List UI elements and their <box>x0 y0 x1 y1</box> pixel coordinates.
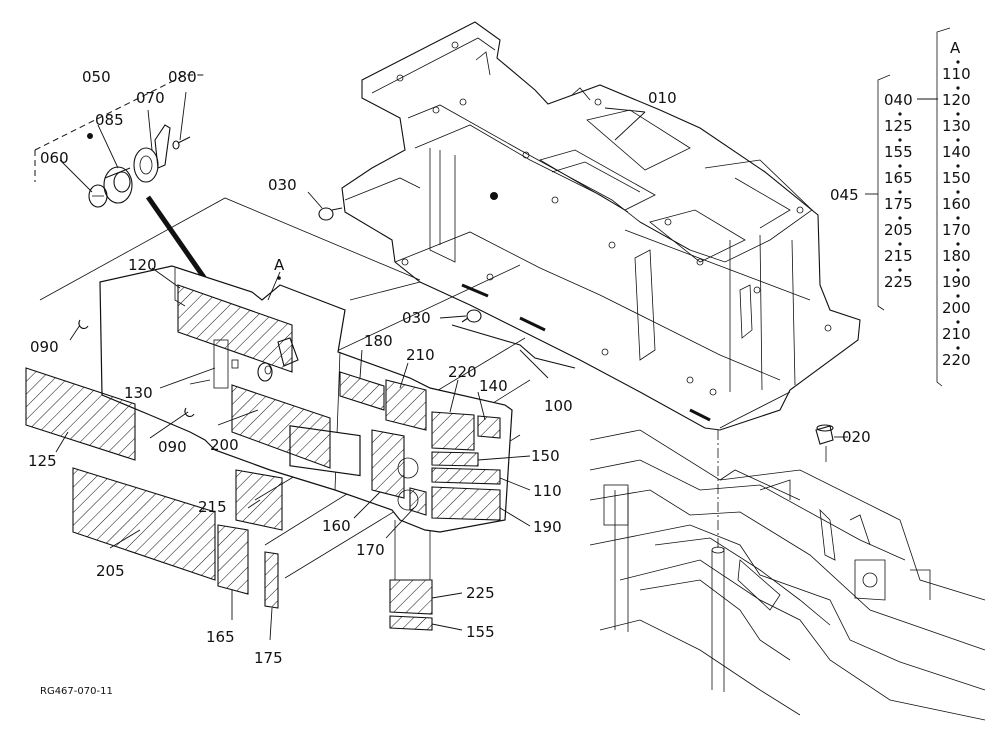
label-100: 100 <box>544 397 573 415</box>
small-hardware <box>78 207 834 462</box>
set-a-list: A 110 120 130 140 150 160 170 180 190 20… <box>942 39 971 369</box>
set-040-item: 155 <box>884 143 913 161</box>
label-080: 080 <box>168 68 197 86</box>
decal-170 <box>409 487 427 516</box>
set-040-bracket <box>877 74 891 92</box>
knob-assembly <box>87 124 191 208</box>
set-040-item: 225 <box>884 273 913 291</box>
decal-140 <box>477 415 501 439</box>
label-200: 200 <box>210 436 239 454</box>
label-030-mid: 030 <box>402 309 431 327</box>
set-a-item: 160 <box>942 195 971 213</box>
label-085: 085 <box>95 111 124 129</box>
label-110: 110 <box>533 482 562 500</box>
decal-120 <box>177 284 293 373</box>
set-a-item: 140 <box>942 143 971 161</box>
label-130: 130 <box>124 384 153 402</box>
set-a-dots <box>956 60 960 350</box>
decal-220 <box>431 411 475 451</box>
set-a-item: 210 <box>942 325 971 343</box>
set-a-item: 130 <box>942 117 971 135</box>
set-040-item: 175 <box>884 195 913 213</box>
set-a-bracket <box>936 27 951 40</box>
label-060: 060 <box>40 149 69 167</box>
label-175: 175 <box>254 649 283 667</box>
set-a-item: 150 <box>942 169 971 187</box>
label-150: 150 <box>531 447 560 465</box>
decal-155 <box>389 615 433 631</box>
label-220: 220 <box>448 363 477 381</box>
set-a-item: 220 <box>942 351 971 369</box>
set-a-item: 180 <box>942 247 971 265</box>
set-a-item: 170 <box>942 221 971 239</box>
label-160: 160 <box>322 517 351 535</box>
label-225: 225 <box>466 584 495 602</box>
set-040-item: 040 <box>884 91 913 109</box>
decal-225 <box>389 579 433 615</box>
chassis-base <box>589 429 986 721</box>
label-205: 205 <box>96 562 125 580</box>
decal-150 <box>431 451 479 467</box>
label-ref-a: A <box>274 256 285 274</box>
set-040-item: 205 <box>884 221 913 239</box>
label-180: 180 <box>364 332 393 350</box>
set-040-item: 215 <box>884 247 913 265</box>
label-090-lower: 090 <box>158 438 187 456</box>
label-090-left: 090 <box>30 338 59 356</box>
label-045: 045 <box>830 186 859 204</box>
label-010: 010 <box>648 89 677 107</box>
label-050: 050 <box>82 68 111 86</box>
set-040-item: 165 <box>884 169 913 187</box>
decal-210 <box>385 379 427 431</box>
decal-175 <box>264 551 279 609</box>
decal-180 <box>339 371 385 411</box>
label-030-top: 030 <box>268 176 297 194</box>
set-a-item: 190 <box>942 273 971 291</box>
set-a-item: 120 <box>942 91 971 109</box>
decal-165 <box>217 524 249 595</box>
label-210: 210 <box>406 346 435 364</box>
label-140: 140 <box>479 377 508 395</box>
label-215: 215 <box>198 498 227 516</box>
label-190: 190 <box>533 518 562 536</box>
label-125: 125 <box>28 452 57 470</box>
label-165: 165 <box>206 628 235 646</box>
set-a-item: A <box>950 39 961 57</box>
set-a-item: 110 <box>942 65 971 83</box>
label-170: 170 <box>356 541 385 559</box>
set-a-item: 200 <box>942 299 971 317</box>
decal-125 <box>25 367 136 461</box>
decal-110 <box>431 467 501 485</box>
set-040-item: 125 <box>884 117 913 135</box>
leader-lines <box>55 91 938 641</box>
decal-215 <box>235 469 283 531</box>
set-040-list: 040 125 155 165 175 205 215 225 <box>884 91 913 291</box>
decal-200 <box>231 384 331 469</box>
part-labels: 010 020 030 030 045 050 060 070 080 085 … <box>28 68 871 667</box>
label-070: 070 <box>136 89 165 107</box>
decal-190 <box>431 486 501 521</box>
drawing-code: RG467-070-11 <box>40 686 113 697</box>
label-020: 020 <box>842 428 871 446</box>
label-120: 120 <box>128 256 157 274</box>
set-040-dots <box>898 112 902 272</box>
decal-160 <box>371 429 405 499</box>
label-155: 155 <box>466 623 495 641</box>
bracket-frame-010 <box>341 21 861 431</box>
decal-205 <box>72 467 216 581</box>
